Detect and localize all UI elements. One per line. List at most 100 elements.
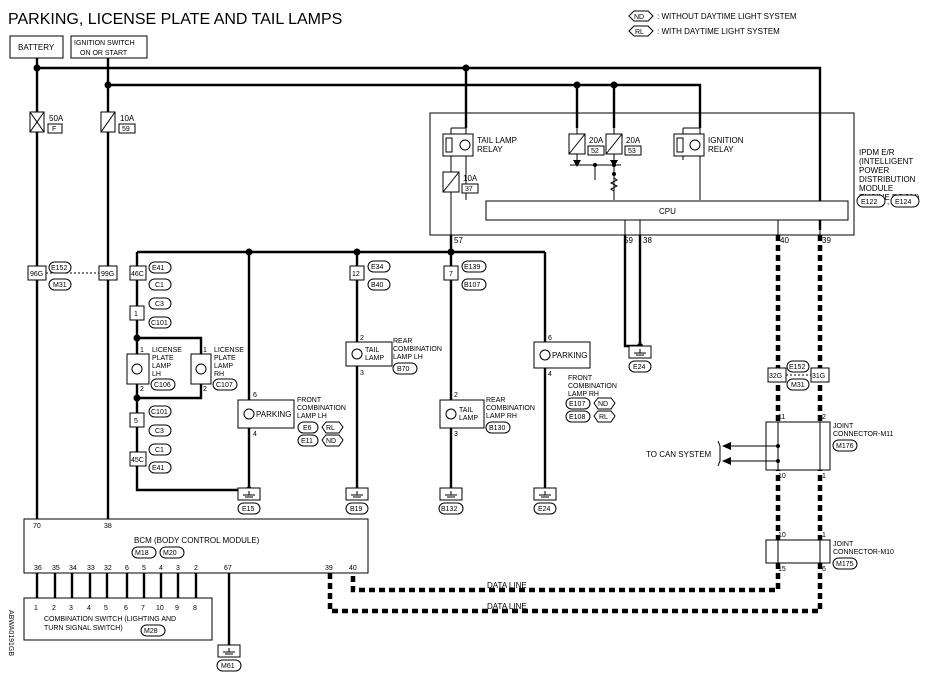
svg-text:E139: E139 [464, 264, 480, 271]
svg-text:2: 2 [194, 565, 198, 572]
svg-text:8: 8 [193, 605, 197, 612]
svg-text:POWER: POWER [859, 166, 889, 175]
joint-connector-m10: 10 1 15 6 JOINT CONNECTOR-M10 M175 [765, 532, 894, 573]
svg-text:REAR: REAR [393, 338, 412, 345]
svg-text:1: 1 [134, 311, 138, 318]
ground-e24: E24 [533, 487, 557, 515]
svg-text:DISTRIBUTION: DISTRIBUTION [859, 175, 916, 184]
svg-text:RELAY: RELAY [708, 145, 734, 154]
rear-combination-lamp-lh: 12 E34 B40 TAIL LAMP 2 3 REAR COMBINATIO… [345, 260, 442, 377]
svg-text:JOINT: JOINT [833, 541, 854, 548]
license-plate-connectors-bottom: C101 5 C3 C1 45C E41 [129, 405, 172, 474]
svg-text:ENGINE ROOM): ENGINE ROOM) [859, 193, 920, 202]
svg-text:11: 11 [778, 414, 785, 421]
svg-text:C1: C1 [155, 447, 164, 454]
svg-text:2: 2 [822, 414, 826, 421]
svg-text:6: 6 [253, 392, 257, 399]
svg-text:46C: 46C [131, 271, 144, 278]
svg-text:TAIL LAMP: TAIL LAMP [477, 136, 517, 145]
legend-rl: RL : WITH DAYTIME LIGHT SYSTEM [628, 25, 780, 37]
svg-text:2: 2 [52, 605, 56, 612]
license-plate-lamp-lh: 1 2 LICENSE PLATE LAMP LH C106 [126, 347, 182, 393]
svg-text:COMBINATION: COMBINATION [393, 346, 442, 353]
ground-b19: B19 [345, 487, 369, 515]
license-plate-lamp-rh: 1 2 LICENSE PLATE LAMP RH C107 [190, 347, 244, 393]
svg-text:35: 35 [52, 565, 60, 572]
svg-text:5: 5 [142, 565, 146, 572]
svg-text:10: 10 [156, 605, 164, 612]
rear-combination-lamp-rh: 7 E139 B107 TAIL LAMP 2 3 REAR COMBINATI… [439, 260, 535, 438]
svg-text:34: 34 [69, 565, 77, 572]
svg-text:6: 6 [822, 566, 826, 573]
svg-text:5: 5 [104, 605, 108, 612]
svg-text:6: 6 [548, 335, 552, 342]
svg-text:C3: C3 [155, 301, 164, 308]
svg-text:40: 40 [349, 565, 357, 572]
svg-text:45C: 45C [131, 457, 144, 464]
svg-text:COMBINATION SWITCH (LIGHTING A: COMBINATION SWITCH (LIGHTING AND [44, 616, 176, 623]
svg-text:E152: E152 [51, 265, 67, 272]
svg-text:LAMP: LAMP [152, 363, 171, 370]
svg-text:RH: RH [214, 371, 224, 378]
can-system-label: TO CAN SYSTEM [646, 440, 731, 467]
battery-box: BATTERY [9, 35, 64, 59]
svg-text:CONNECTOR-M11: CONNECTOR-M11 [833, 431, 894, 438]
svg-text:39: 39 [822, 236, 831, 245]
svg-text:LICENSE: LICENSE [152, 347, 182, 354]
svg-text:33: 33 [87, 565, 95, 572]
ground-e15: E15 [237, 487, 261, 515]
svg-text:6: 6 [124, 605, 128, 612]
ignition-switch-box: IGNITION SWITCH ON OR START [70, 35, 148, 59]
data-line-label-2: DATA LINE [487, 602, 527, 611]
front-combination-lamp-rh: PARKING 6 4 FRONT COMBINATION LAMP RH E1… [533, 335, 617, 423]
svg-text:LH: LH [152, 371, 161, 378]
svg-text:M176: M176 [836, 443, 854, 450]
svg-text:B19: B19 [350, 506, 363, 513]
svg-text:BCM (BODY CONTROL MODULE): BCM (BODY CONTROL MODULE) [134, 536, 260, 545]
svg-text:E34: E34 [371, 264, 384, 271]
svg-text:LICENSE: LICENSE [214, 347, 244, 354]
svg-text:99G: 99G [101, 271, 114, 278]
svg-text:1: 1 [822, 532, 826, 539]
svg-text:E6: E6 [303, 425, 312, 432]
svg-text:C1: C1 [155, 282, 164, 289]
svg-text:LAMP LH: LAMP LH [393, 354, 423, 361]
bcm-module: 70 38 BCM (BODY CONTROL MODULE) M18 M20 [23, 518, 369, 574]
svg-text:E108: E108 [569, 414, 585, 421]
svg-text:53: 53 [628, 148, 636, 155]
svg-text:38: 38 [104, 523, 112, 530]
svg-text:ND: ND [634, 14, 644, 21]
svg-text:9: 9 [175, 605, 179, 612]
connector-e152-m31-right: 32G 31G E152 M31 [767, 360, 830, 391]
svg-text:38: 38 [643, 236, 652, 245]
svg-text:ON OR START: ON OR START [80, 50, 128, 57]
svg-text:FRONT: FRONT [297, 397, 322, 404]
svg-text:C3: C3 [155, 428, 164, 435]
svg-text:E41: E41 [152, 465, 165, 472]
ipdm-module: IPDM E/R (INTELLIGENT POWER DISTRIBUTION… [429, 112, 920, 245]
svg-text:COMBINATION: COMBINATION [486, 405, 535, 412]
svg-text:PLATE: PLATE [214, 355, 236, 362]
svg-text:67: 67 [224, 565, 232, 572]
svg-text:E122: E122 [861, 199, 877, 206]
svg-text:: WITHOUT DAYTIME LIGHT SYSTEM: : WITHOUT DAYTIME LIGHT SYSTEM [657, 12, 797, 21]
ignition-relay: IGNITION RELAY [673, 133, 744, 157]
svg-text:C101: C101 [151, 409, 168, 416]
svg-text:96G: 96G [30, 271, 43, 278]
svg-text:4: 4 [253, 431, 257, 438]
svg-text:B130: B130 [489, 425, 505, 432]
svg-text:IGNITION SWITCH: IGNITION SWITCH [74, 40, 135, 47]
svg-text:2: 2 [140, 386, 144, 393]
svg-text:LAMP RH: LAMP RH [486, 413, 517, 420]
svg-text:E107: E107 [569, 401, 585, 408]
fuse-50a: 50A F [29, 111, 64, 134]
svg-text:B70: B70 [397, 366, 410, 373]
svg-text:37: 37 [465, 186, 473, 193]
svg-text:IGNITION: IGNITION [708, 136, 744, 145]
svg-text:50A: 50A [49, 114, 64, 123]
svg-text:BATTERY: BATTERY [18, 43, 55, 52]
svg-text:COMBINATION: COMBINATION [297, 405, 346, 412]
svg-text:IPDM E/R: IPDM E/R [859, 148, 895, 157]
svg-text:3: 3 [69, 605, 73, 612]
svg-text:PLATE: PLATE [152, 355, 174, 362]
